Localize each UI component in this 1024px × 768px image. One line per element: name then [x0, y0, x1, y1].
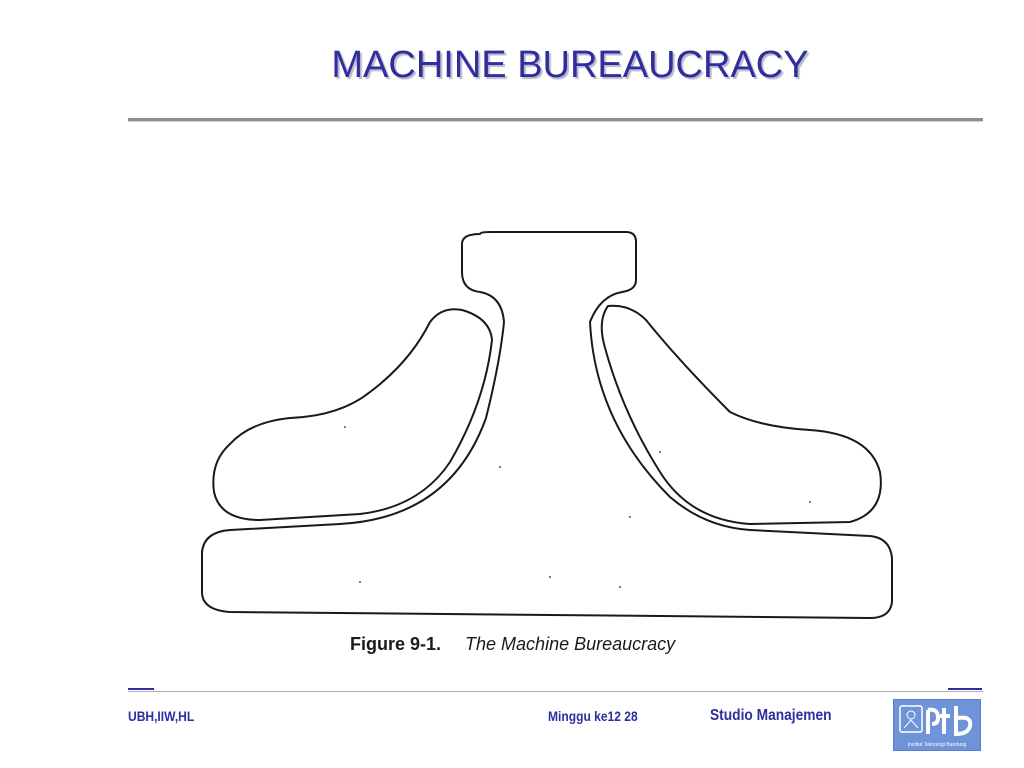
slide-title: MACHINE BUREAUCRACY [331, 44, 809, 86]
figure-number: Figure 9-1. [350, 634, 442, 654]
footer-dash-left [128, 688, 154, 690]
technostructure-shape [212, 308, 493, 521]
machine-bureaucracy-diagram [201, 231, 893, 619]
figure-caption: Figure 9-1. The Machine Bureaucracy [350, 634, 675, 655]
footer-authors: UBH,IIW,HL [128, 708, 195, 724]
itb-logo-mark [899, 705, 973, 737]
footer-dash-right [948, 688, 982, 690]
figure-caption-text: The Machine Bureaucracy [465, 634, 676, 654]
itb-logo-icon: Institut Teknologi Bandung [893, 699, 981, 751]
title-divider [128, 118, 983, 122]
logo-caption: Institut Teknologi Bandung [907, 742, 967, 748]
strategic-apex-shape [201, 231, 893, 619]
footer-course: Studio Manajemen [710, 707, 832, 724]
footer-divider [128, 691, 983, 692]
support-staff-shape [600, 304, 882, 525]
footer-week: Minggu ke12 28 [548, 708, 638, 724]
